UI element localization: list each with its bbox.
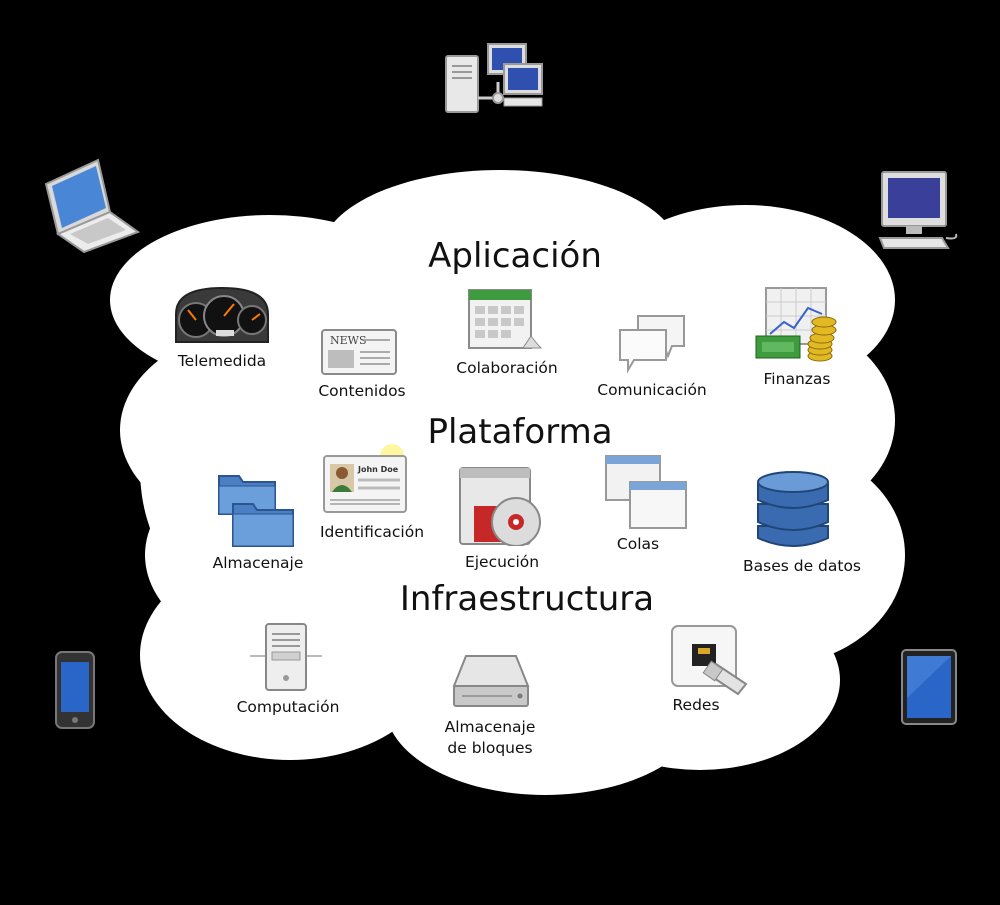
svg-text:NEWS: NEWS <box>330 334 367 347</box>
newspaper-icon: NEWS <box>320 328 398 376</box>
desktop-monitor-icon <box>876 170 960 252</box>
item-label-identificacion: Identificación <box>319 523 425 541</box>
chat-bubbles-icon <box>616 312 688 374</box>
id-card-icon: John Doe <box>320 440 410 516</box>
queue-windows-icon <box>604 454 688 530</box>
item-label-almacenaje-de-bloques-line1: Almacenaje <box>444 718 536 736</box>
item-label-redes: Redes <box>672 696 720 714</box>
finance-chart-money-icon <box>754 286 838 364</box>
hard-drive-icon <box>452 652 530 710</box>
database-icon <box>756 470 830 548</box>
id-card-name: John Doe <box>357 465 399 474</box>
item-label-colaboracion: Colaboración <box>456 359 558 377</box>
layer-title-infrastructure: Infraestructura <box>399 579 655 619</box>
item-label-bases-de-datos: Bases de datos <box>742 557 862 575</box>
item-label-computacion: Computación <box>236 698 340 716</box>
tablet-icon <box>900 648 958 726</box>
network-port-icon <box>668 622 750 698</box>
item-label-ejecucion: Ejecución <box>464 553 540 571</box>
server-icon <box>248 622 324 692</box>
folders-icon <box>217 470 297 550</box>
layer-title-application: Aplicación <box>428 236 602 276</box>
item-label-almacenaje-de-bloques-line2: de bloques <box>447 739 533 757</box>
item-label-finanzas: Finanzas <box>763 370 831 388</box>
item-label-telemedida: Telemedida <box>177 352 267 370</box>
smartphone-icon <box>54 650 96 730</box>
item-label-almacenaje: Almacenaje <box>212 554 304 572</box>
item-label-colas: Colas <box>616 535 660 553</box>
laptop-icon <box>42 158 142 254</box>
calendar-icon <box>463 286 543 352</box>
layer-title-platform: Plataforma <box>427 412 613 452</box>
networked-computers-icon <box>442 42 546 116</box>
dashboard-gauge-icon <box>172 284 272 346</box>
item-label-contenidos: Contenidos <box>318 382 406 400</box>
runtime-disc-icon <box>458 466 546 546</box>
item-label-comunicacion: Comunicación <box>597 381 707 399</box>
